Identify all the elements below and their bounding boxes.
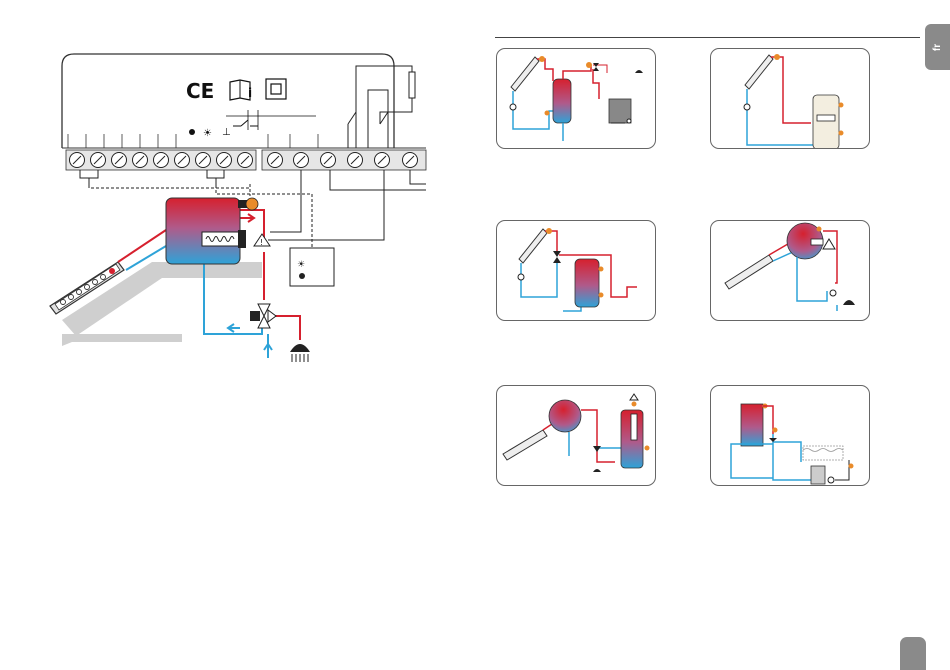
terminal-block-low-voltage: [66, 150, 256, 170]
solar-collector: [725, 255, 773, 289]
scheme-panel-1: [496, 48, 656, 149]
pump-icon: [518, 274, 524, 280]
sensor-icon: [545, 111, 550, 116]
solar-collector: [511, 57, 539, 91]
sensor-icon: [632, 402, 637, 407]
scheme-panel-5: [496, 385, 656, 486]
solar-collector: [745, 55, 773, 89]
page-number-badge: [900, 637, 926, 670]
pump-icon: [828, 477, 834, 483]
sensor-icon: [839, 131, 844, 136]
bulb-symbol: ☀: [203, 128, 212, 139]
lamp-icon: ☀: [297, 260, 305, 270]
sensor-icon: [774, 54, 780, 60]
valve-icon: [553, 251, 561, 257]
certification-symbols: CE i: [186, 79, 286, 103]
pump-icon: [744, 104, 750, 110]
storage-tank: [813, 95, 839, 149]
sensor-icon: [645, 446, 650, 451]
storage-tank: [575, 259, 599, 307]
scheme-panel-6: [710, 385, 870, 486]
warning-icon: [630, 394, 638, 400]
storage-tank: !: [166, 198, 270, 264]
heating-element-icon: [202, 232, 244, 246]
solar-collector: [519, 229, 547, 263]
indicator-lamp-box: ☀: [290, 248, 334, 286]
valve-icon: [593, 446, 601, 452]
scheme-panel-4: [710, 220, 870, 321]
svg-text:!: !: [260, 238, 263, 247]
sensor-icon: [599, 267, 604, 272]
scheme-panel-2: [710, 48, 870, 149]
fuse-icon: [409, 72, 415, 98]
header-rule: [495, 37, 920, 38]
ground-symbol: ⊥: [222, 127, 231, 138]
class-two-icon: [266, 79, 286, 99]
switch-symbol-icon: [233, 120, 258, 126]
sensor-dot-icon: [189, 129, 195, 135]
sensor-icon: [849, 464, 854, 469]
mixing-valve-icon: [250, 304, 276, 328]
shower-icon: [635, 70, 643, 73]
terminal-block-mains: [262, 150, 426, 170]
sensor-icon: [599, 293, 604, 298]
scheme-panel-3: [496, 220, 656, 321]
heating-element-icon: [817, 115, 835, 121]
warning-icon: [823, 239, 835, 249]
relay-wiring: [348, 66, 415, 148]
sensor-icon: [539, 56, 545, 62]
filter-icon: [811, 466, 825, 484]
controller-housing: [62, 54, 426, 148]
ce-mark: CE: [186, 79, 214, 103]
sensor-icon: [246, 198, 258, 210]
shower-icon: [843, 300, 855, 305]
solar-collector: [503, 430, 547, 460]
sensor-icon: [546, 228, 552, 234]
storage-tank: [549, 400, 581, 432]
shower-icon: [593, 469, 601, 472]
pump-icon: [510, 104, 516, 110]
manual-info-symbol: i: [248, 86, 252, 100]
terminal-markers: ☀ ⊥: [189, 110, 316, 139]
valve-icon: [830, 290, 836, 296]
sensor-icon: [839, 103, 844, 108]
sensor-icon: [817, 227, 822, 232]
shower-icon: [290, 344, 310, 362]
language-tab[interactable]: fr: [925, 24, 950, 70]
storage-tank: [553, 79, 571, 123]
storage-tank: [741, 404, 763, 446]
